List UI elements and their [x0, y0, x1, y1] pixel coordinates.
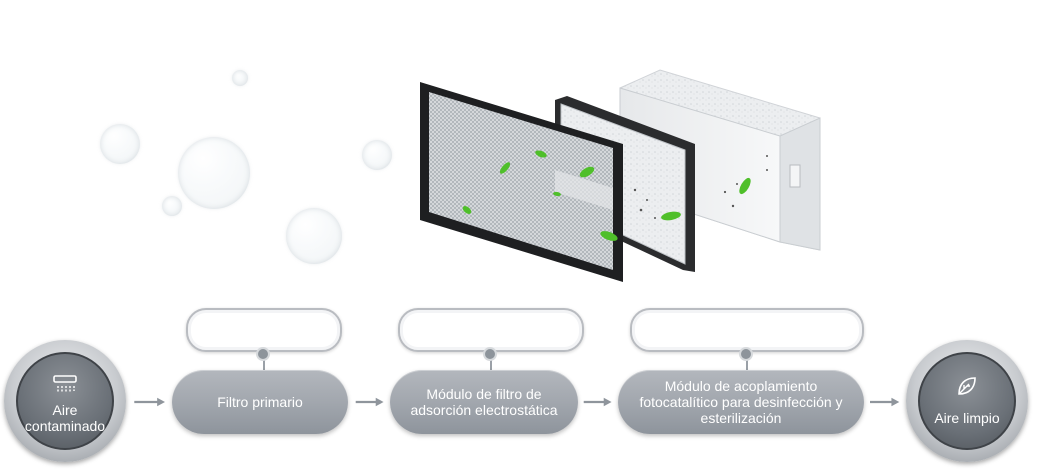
step-modulo-fotocatalitico: Módulo de acoplamiento fotocatalítico pa… — [618, 370, 864, 434]
end-node: Aire limpio — [906, 340, 1028, 462]
start-node: Aire contaminado — [4, 340, 126, 462]
start-node-label: Aire contaminado — [24, 402, 106, 434]
step-2-top-label-box — [398, 308, 584, 352]
leaf-icon — [958, 377, 976, 395]
step-label: Módulo de acoplamiento fotocatalítico pa… — [639, 378, 843, 426]
step-1-top-label-box — [186, 308, 342, 352]
filter-stack-illustration — [420, 69, 821, 282]
dust-particles — [633, 155, 768, 219]
leaf-particles — [462, 150, 751, 241]
air-bubble — [178, 137, 250, 209]
air-bubble — [232, 70, 248, 86]
step-filtro-primario: Filtro primario — [172, 370, 348, 434]
connector-dot — [483, 347, 497, 361]
step-label: Filtro primario — [217, 394, 303, 410]
step-label: Módulo de filtro de adsorción electrostá… — [410, 386, 558, 418]
air-bubble — [362, 140, 392, 170]
primary-filter-frame — [420, 82, 623, 282]
connector-dot — [256, 347, 270, 361]
flow-arrow — [134, 397, 165, 407]
connector-dot — [739, 347, 753, 361]
air-bubble — [286, 208, 342, 264]
step-3-top-label-box — [630, 308, 864, 352]
air-bubble — [100, 124, 140, 164]
flow-arrow — [870, 397, 900, 407]
flow-arrow — [583, 397, 612, 407]
step-modulo-adsorcion-electrostatica: Módulo de filtro de adsorción electrostá… — [390, 370, 578, 434]
polluted-air-icon — [53, 375, 77, 393]
air-bubble — [162, 196, 182, 216]
end-node-label: Aire limpio — [934, 410, 1000, 426]
flow-arrow — [355, 397, 384, 407]
